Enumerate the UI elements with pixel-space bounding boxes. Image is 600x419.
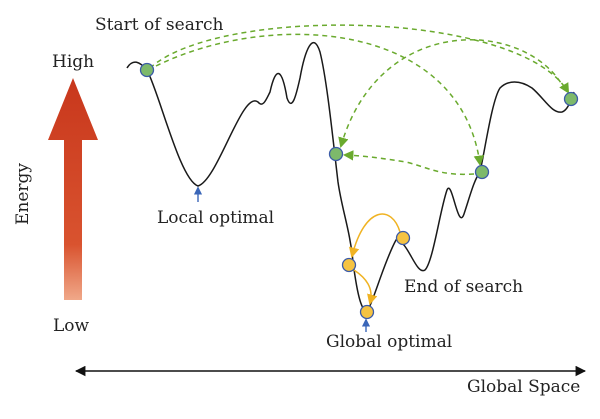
search-path-yellow-top-to-left bbox=[348, 213, 401, 259]
local-optimal-label: Local optimal bbox=[157, 208, 274, 228]
search-path-start-to-right-peak bbox=[149, 24, 570, 94]
yellow-node-left bbox=[341, 257, 357, 273]
global-optimal-label: Global optimal bbox=[326, 332, 452, 352]
search-path-yellow-left-to-bottom bbox=[353, 269, 378, 306]
start-of-search-label: Start of search bbox=[95, 15, 223, 35]
low-label: Low bbox=[53, 316, 90, 336]
search-path-right-peak-to-middle bbox=[338, 39, 566, 149]
green-node-start bbox=[139, 62, 155, 78]
green-node-right-peak bbox=[563, 91, 579, 107]
green-node-middle bbox=[328, 146, 344, 162]
search-path-right-valley-to-middle bbox=[342, 150, 475, 176]
green-node-right-valley bbox=[474, 164, 490, 180]
energy-arrow bbox=[48, 78, 98, 300]
global-space-label: Global Space bbox=[467, 377, 580, 397]
energy-axis-label: Energy bbox=[13, 163, 33, 225]
yellow-node-global-optimal bbox=[359, 304, 375, 320]
high-label: High bbox=[52, 52, 94, 72]
search-path-middle-to-right-valley bbox=[155, 33, 485, 167]
yellow-node-top bbox=[395, 230, 411, 246]
end-of-search-label: End of search bbox=[404, 277, 523, 297]
